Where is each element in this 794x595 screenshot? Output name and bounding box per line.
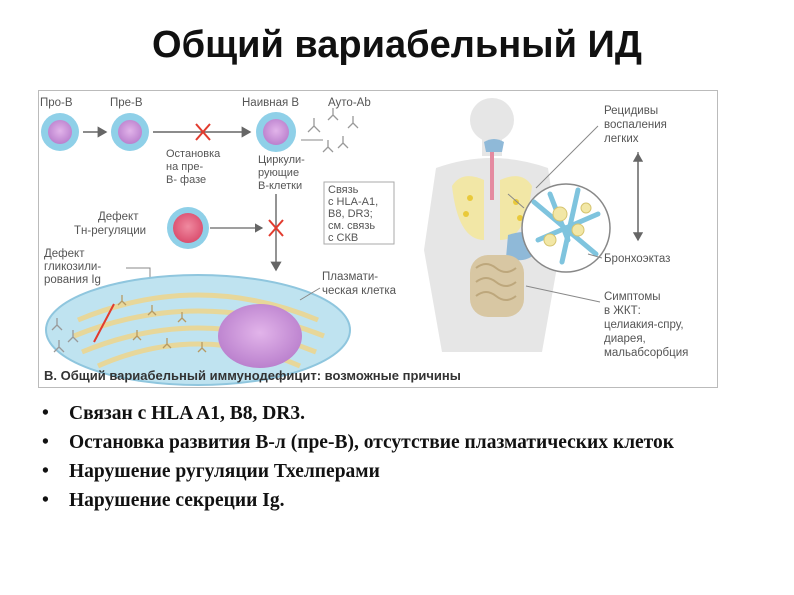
label-gi-symptoms: Симптомы в ЖКТ: целиакия-спру, диарея, м… [604, 291, 688, 359]
bullet-item: • Нарушение секреции Ig. [42, 489, 762, 512]
figure-caption: B. Общий вариабельный иммунодефицит: воз… [44, 368, 461, 383]
pneumonia-leader [535, 125, 599, 189]
pro-b-cell [41, 113, 79, 151]
svg-text:с HLA-A1,: с HLA-A1, [328, 196, 378, 208]
svg-text:диарея,: диарея, [604, 333, 646, 345]
bullet-text: Нарушение ругуляции Тхелперами [69, 461, 380, 482]
body-silhouette [424, 98, 560, 352]
svg-text:целиакия-спру,: целиакия-спру, [604, 319, 684, 331]
label-pre-b: Пре-В [110, 97, 143, 109]
label-circulating: Циркули- рующие В-клетки [258, 154, 305, 192]
label-plasma-cell: Плазмати- ческая клетка [322, 271, 397, 297]
th-cell [167, 207, 209, 249]
svg-text:Дефект: Дефект [98, 211, 139, 223]
label-pneumonia: Рецидивы воспаления легких [604, 105, 667, 145]
svg-text:с СКВ: с СКВ [328, 232, 358, 244]
bullet-list: • Связан с HLA A1, B8, DR3. • Остановка ра… [42, 402, 762, 518]
block-x-icon [195, 123, 211, 141]
block-x-icon-2 [268, 219, 284, 237]
svg-text:Связь: Связь [328, 184, 359, 196]
svg-text:В- фазе: В- фазе [166, 174, 206, 186]
antibody-icons-top [307, 108, 359, 153]
bullet-item: • Остановка развития В-л (пре-В), отсутст… [42, 431, 762, 454]
bullet-item: • Нарушение ругуляции Тхелперами [42, 460, 762, 483]
svg-text:рующие: рующие [258, 167, 299, 179]
bullet-item: • Связан с HLA A1, B8, DR3. [42, 402, 762, 425]
svg-text:Симптомы: Симптомы [604, 291, 661, 303]
svg-text:Tн-регуляции: Tн-регуляции [74, 225, 146, 237]
svg-text:Рецидивы: Рецидивы [604, 105, 658, 117]
diagram-svg: Про-В Пре-В Наивная В Ауто-Аb Остановка … [38, 90, 718, 388]
bronchi-detail [521, 183, 611, 273]
pre-b-cell [111, 113, 149, 151]
bullet-text: Нарушение секреции Ig. [69, 490, 285, 511]
bullet-text: Связан с HLA A1, B8, DR3. [69, 403, 305, 424]
svg-text:рования Ig: рования Ig [44, 274, 101, 286]
svg-text:см. связь: см. связь [328, 220, 375, 232]
svg-text:гликозили-: гликозили- [44, 261, 101, 273]
label-pro-b: Про-В [40, 97, 73, 109]
bullet-dot: • [42, 432, 49, 453]
slide-title: Общий вариабельный ИД [152, 24, 642, 66]
bronchi-leader [507, 193, 525, 209]
svg-text:Остановка: Остановка [166, 148, 221, 160]
bullet-dot: • [42, 490, 49, 511]
label-glyco-defect: Дефект гликозили- рования Ig [44, 248, 101, 286]
label-hla-link: Связь с HLA-A1, B8, DR3; см. связь с СКВ [328, 184, 378, 244]
svg-text:B8, DR3;: B8, DR3; [328, 208, 373, 220]
svg-text:ческая клетка: ческая клетка [322, 285, 397, 297]
diagram-figure: Про-В Пре-В Наивная В Ауто-Аb Остановка … [38, 90, 718, 388]
bullet-dot: • [42, 461, 49, 482]
label-naive-b: Наивная В [242, 97, 299, 109]
plasma-leader [299, 287, 321, 301]
label-th-defect: Дефект Tн-регуляции [74, 211, 146, 237]
label-bronchiectasis: Бронхоэктаз [604, 253, 670, 265]
naive-b-cell [256, 112, 296, 152]
svg-text:Дефект: Дефект [44, 248, 85, 260]
bullet-dot: • [42, 403, 49, 424]
bullet-text: Остановка развития В-л (пре-В), отсутств… [69, 432, 674, 453]
svg-text:В-клетки: В-клетки [258, 180, 302, 192]
svg-text:мальабсорбция: мальабсорбция [604, 347, 688, 359]
svg-text:легких: легких [604, 133, 639, 145]
antibody-icons-left [51, 318, 79, 353]
glyco-connector [126, 267, 151, 280]
svg-text:воспаления: воспаления [604, 119, 667, 131]
hla-box [323, 181, 395, 245]
svg-text:Плазмати-: Плазмати- [322, 271, 378, 283]
gi-leader [525, 285, 601, 303]
svg-text:на пре-: на пре- [166, 161, 203, 173]
label-auto-ab: Ауто-Аb [328, 97, 371, 109]
svg-text:Циркули-: Циркули- [258, 154, 305, 166]
svg-text:в ЖКТ:: в ЖКТ: [604, 305, 641, 317]
plasma-cell [45, 274, 351, 386]
secretion-block-line [93, 303, 115, 343]
bronchiectasis-leader [587, 253, 603, 259]
label-arrest: Остановка на пре- В- фазе [166, 148, 221, 186]
